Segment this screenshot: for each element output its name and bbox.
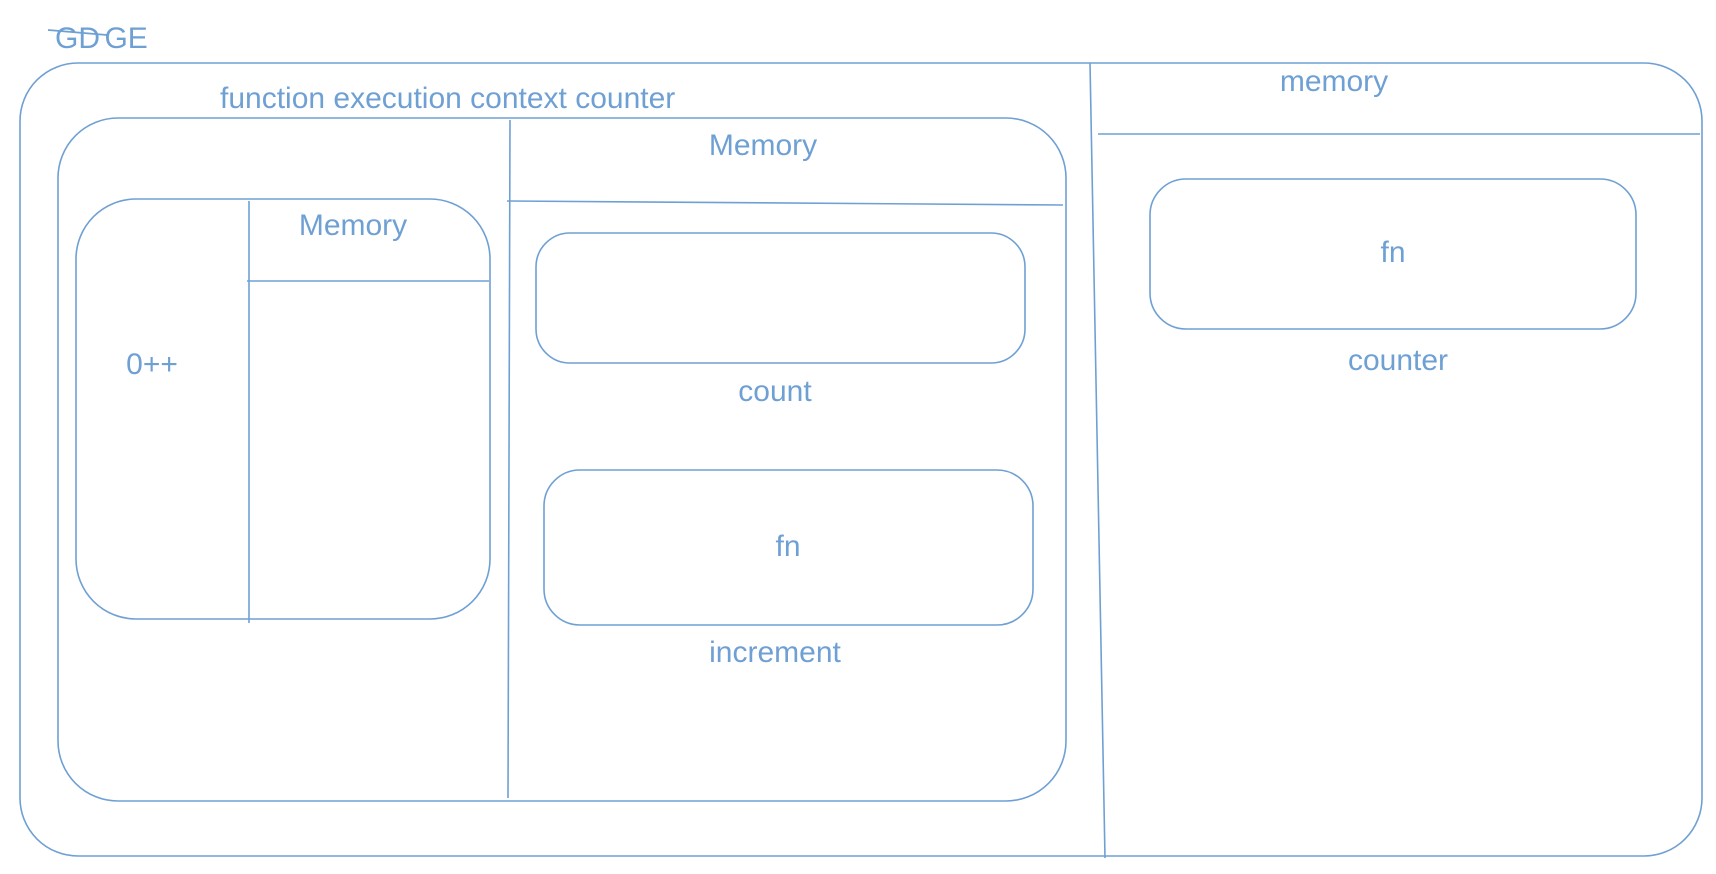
title-text: GE: [104, 22, 148, 55]
strike-line: [47, 29, 108, 36]
count-label: count: [738, 375, 812, 408]
inner-context-box: [75, 198, 491, 620]
global-memory-label: memory: [1279, 65, 1389, 98]
counter-fn-value: fn: [1380, 236, 1406, 269]
global-divider-line: [1089, 62, 1106, 859]
count-box: [535, 232, 1026, 364]
thread-value: 0++: [126, 348, 178, 381]
increment-fn-box: [543, 469, 1034, 626]
increment-fn-value: fn: [775, 530, 801, 563]
global-context-box: [19, 62, 1703, 857]
counter-fn-box: [1149, 178, 1637, 330]
counter-label: counter: [1347, 344, 1449, 377]
function-context-box: [57, 117, 1067, 802]
inner-memory-label: Memory: [298, 209, 408, 242]
function-divider-line: [507, 119, 511, 799]
title-struck-text: GD: [55, 22, 100, 55]
function-memory-label: Memory: [708, 129, 818, 162]
increment-label: increment: [709, 636, 841, 669]
function-context-title: function execution context counter: [220, 82, 676, 115]
function-memory-header-line: [506, 200, 1064, 206]
title: GD GE: [55, 22, 148, 56]
